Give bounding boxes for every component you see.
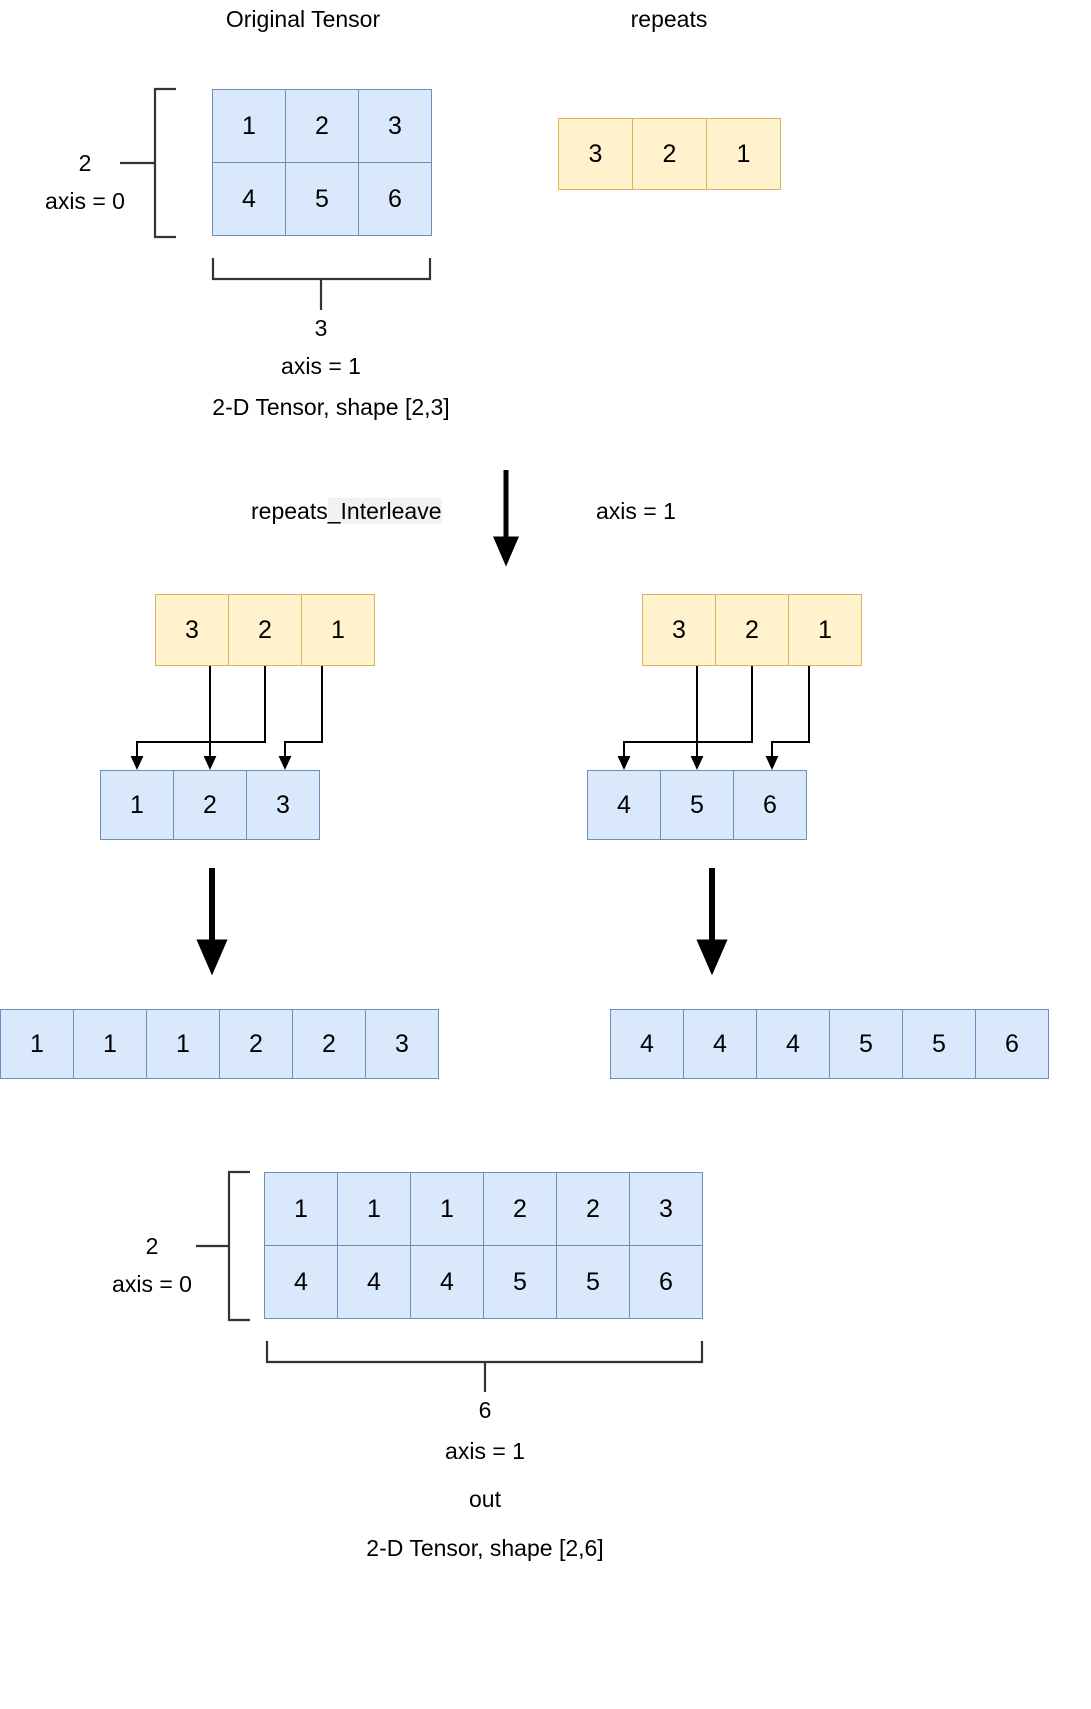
tensor-cell: 6 [358, 162, 432, 236]
tensor-cell: 1 [100, 770, 174, 840]
original-axis1-size: 3 [314, 315, 328, 341]
tensor-cell: 5 [556, 1245, 630, 1319]
output-tensor-row: 1 1 1 2 2 3 [264, 1172, 703, 1246]
tensor-cell: 2 [292, 1009, 366, 1079]
tensor-cell: 1 [212, 89, 286, 163]
tensor-cell: 6 [629, 1245, 703, 1319]
left-source-row: 1 2 3 [100, 770, 320, 840]
tensor-cell: 1 [410, 1172, 484, 1246]
repeats-title: repeats [630, 6, 708, 32]
original-axis0-label: axis = 0 [45, 188, 125, 214]
tensor-cell: 1 [264, 1172, 338, 1246]
original-axis0-bracket [120, 87, 176, 239]
operation-name: repeats_Interleave [251, 498, 442, 524]
output-axis1-size: 6 [478, 1397, 492, 1423]
tensor-cell: 5 [285, 162, 359, 236]
output-tensor-grid: 1 1 1 2 2 3 4 4 4 5 5 6 [264, 1172, 703, 1319]
repeats-cell: 1 [706, 118, 781, 190]
repeats-cell: 2 [632, 118, 707, 190]
repeats-cell: 2 [228, 594, 302, 666]
tensor-cell: 2 [173, 770, 247, 840]
tensor-cell: 1 [337, 1172, 411, 1246]
repeats-cell: 2 [715, 594, 789, 666]
tensor-cell: 6 [975, 1009, 1049, 1079]
original-shape-caption: 2-D Tensor, shape [2,3] [212, 394, 450, 420]
original-tensor-title: Original Tensor [225, 6, 381, 32]
tensor-cell: 2 [483, 1172, 557, 1246]
tensor-cell: 4 [264, 1245, 338, 1319]
tensor-cell: 3 [365, 1009, 439, 1079]
right-repeats-row: 3 2 1 [642, 594, 862, 666]
output-axis0-size: 2 [145, 1233, 159, 1259]
output-axis1-label: axis = 1 [445, 1438, 525, 1464]
tensor-cell: 4 [683, 1009, 757, 1079]
repeats-cell: 3 [155, 594, 229, 666]
tensor-cell: 1 [0, 1009, 74, 1079]
output-axis0-bracket [196, 1170, 250, 1322]
tensor-cell: 6 [733, 770, 807, 840]
tensor-cell: 4 [337, 1245, 411, 1319]
tensor-cell: 5 [483, 1245, 557, 1319]
tensor-cell: 1 [73, 1009, 147, 1079]
left-repeats-row: 3 2 1 [155, 594, 375, 666]
tensor-cell: 4 [756, 1009, 830, 1079]
output-axis1-bracket [265, 1341, 704, 1392]
tensor-cell: 1 [146, 1009, 220, 1079]
output-axis0-label: axis = 0 [112, 1271, 192, 1297]
right-source-row: 4 5 6 [587, 770, 807, 840]
tensor-cell: 2 [285, 89, 359, 163]
original-axis1-label: axis = 1 [281, 353, 361, 379]
tensor-cell: 5 [829, 1009, 903, 1079]
repeats-cell: 3 [558, 118, 633, 190]
original-axis0-size: 2 [78, 150, 92, 176]
left-elbow-connectors [130, 666, 323, 770]
original-axis1-bracket [211, 258, 432, 310]
repeats-cell: 1 [788, 594, 862, 666]
tensor-cell: 5 [902, 1009, 976, 1079]
repeats-cell: 3 [642, 594, 716, 666]
tensor-cell: 5 [660, 770, 734, 840]
output-tensor-row: 4 4 4 5 5 6 [264, 1245, 703, 1319]
left-expanded-row: 1 1 1 2 2 3 [0, 1009, 439, 1079]
tensor-cell: 4 [410, 1245, 484, 1319]
operation-name-prefix: repeats [251, 498, 328, 524]
operation-axis-label: axis = 1 [596, 498, 676, 524]
output-name: out [469, 1486, 501, 1512]
tensor-cell: 3 [358, 89, 432, 163]
tensor-cell: 3 [246, 770, 320, 840]
tensor-cell: 2 [556, 1172, 630, 1246]
tensor-cell: 4 [212, 162, 286, 236]
tensor-cell: 4 [610, 1009, 684, 1079]
operation-name-suffix: _Interleave [327, 498, 442, 524]
original-tensor-row: 4 5 6 [212, 162, 432, 236]
right-expanded-row: 4 4 4 5 5 6 [610, 1009, 1049, 1079]
tensor-cell: 4 [587, 770, 661, 840]
original-tensor-row: 1 2 3 [212, 89, 432, 163]
repeats-cell: 1 [301, 594, 375, 666]
output-shape-caption: 2-D Tensor, shape [2,6] [366, 1535, 604, 1561]
tensor-cell: 3 [629, 1172, 703, 1246]
repeats-vector-row: 3 2 1 [558, 118, 781, 190]
tensor-cell: 2 [219, 1009, 293, 1079]
original-tensor-grid: 1 2 3 4 5 6 [212, 89, 432, 236]
right-elbow-connectors [617, 666, 810, 770]
